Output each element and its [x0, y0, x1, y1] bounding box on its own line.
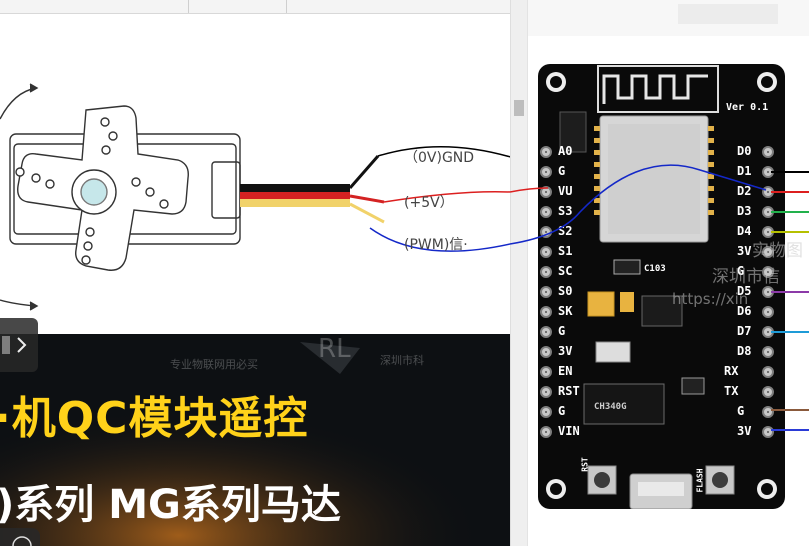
blurred-top-strip: [528, 0, 809, 36]
pin-label: G: [558, 404, 566, 418]
banner-title: ·机QC模块遥控: [0, 393, 309, 444]
pin-hole: [762, 366, 774, 378]
banner-watermark: 深圳市科: [380, 354, 424, 367]
pin-hole: [540, 286, 552, 298]
servo-diagram: [0, 83, 510, 311]
pin-label: TX: [724, 384, 739, 398]
pin-hole: [762, 386, 774, 398]
scrollbar[interactable]: [510, 0, 528, 546]
tab-separator: [188, 0, 189, 13]
pin-label: G: [737, 264, 745, 278]
pin-hole: [540, 226, 552, 238]
pin-hole: [540, 306, 552, 318]
banner-subtitle: )系列 MG系列马达: [0, 482, 341, 528]
pin-label: S2: [558, 224, 573, 238]
pin-label: 3V: [737, 424, 752, 438]
pin-label: S1: [558, 244, 573, 258]
wire-label-gnd: （0V)GND: [404, 150, 475, 166]
wire-label-vcc: (+5V）: [404, 195, 454, 211]
pin-hole: [540, 366, 552, 378]
pin-hole: [762, 266, 774, 278]
board-version: Ver 0.1: [726, 102, 769, 113]
chevron-right-icon: [2, 336, 27, 354]
button-label: RST: [580, 457, 590, 472]
pin-label: D4: [737, 224, 752, 238]
pin-label: 3V: [737, 244, 752, 258]
pin-hole: [540, 386, 552, 398]
jumper-wires: [771, 171, 809, 431]
pin-hole: [540, 426, 552, 438]
pin-label: SK: [558, 304, 573, 318]
pin-hole: [762, 146, 774, 158]
pin-hole: [762, 246, 774, 258]
pin-label: VIN: [558, 424, 580, 438]
pin-label: D1: [737, 164, 752, 178]
tab-separator: [286, 0, 287, 13]
pin-label: D0: [737, 144, 752, 158]
thumbnail-banner: [0, 334, 510, 546]
wire-label-pwm: (PWM)信·: [404, 237, 468, 253]
board-watermark: 实物图: [752, 241, 803, 261]
left-pane: （0V)GND (+5V） (PWM)信· 专业物联网用必买 深圳市科 RL ·…: [0, 0, 510, 546]
carousel-control[interactable]: [0, 528, 40, 546]
pin-hole: [762, 306, 774, 318]
pin-label: D8: [737, 344, 752, 358]
pin-label: EN: [558, 364, 573, 378]
board-watermark: https://xin: [672, 290, 749, 308]
pin-hole: [540, 186, 552, 198]
pin-label: G: [558, 164, 566, 178]
carousel-next-button[interactable]: [0, 318, 38, 372]
pin-hole: [540, 206, 552, 218]
pin-label: D2: [737, 184, 752, 198]
banner-glow: [0, 334, 510, 546]
pin-label: RST: [558, 384, 580, 398]
pin-label: RX: [724, 364, 739, 378]
chip-label: CH340G: [594, 402, 627, 412]
pin-label: G: [558, 324, 566, 338]
pin-hole: [540, 166, 552, 178]
pin-label: VU: [558, 184, 573, 198]
circle-icon: [12, 536, 32, 546]
pin-hole: [540, 346, 552, 358]
tab-strip: [0, 0, 510, 14]
pin-label: D6: [737, 304, 752, 318]
pin-hole: [762, 346, 774, 358]
pin-label: SC: [558, 264, 573, 278]
pin-label: S3: [558, 204, 573, 218]
pin-label: A0: [558, 144, 573, 158]
pin-hole: [540, 326, 552, 338]
pin-hole: [540, 266, 552, 278]
pin-label: D5: [737, 284, 752, 298]
button-label: FLASH: [695, 468, 705, 493]
pin-label: 3V: [558, 344, 573, 358]
pin-label: S0: [558, 284, 573, 298]
pin-hole: [540, 246, 552, 258]
chip-label: C103: [644, 264, 666, 274]
pin-label: G: [737, 404, 745, 418]
pin-hole: [540, 406, 552, 418]
board-watermark: 深圳市信: [712, 267, 780, 287]
scrollbar-thumb[interactable]: [514, 100, 524, 116]
pin-label: D3: [737, 204, 752, 218]
banner-watermark: RL: [318, 334, 351, 364]
pin-hole: [540, 146, 552, 158]
pin-label: D7: [737, 324, 752, 338]
banner-watermark: 专业物联网用必买: [170, 358, 258, 371]
